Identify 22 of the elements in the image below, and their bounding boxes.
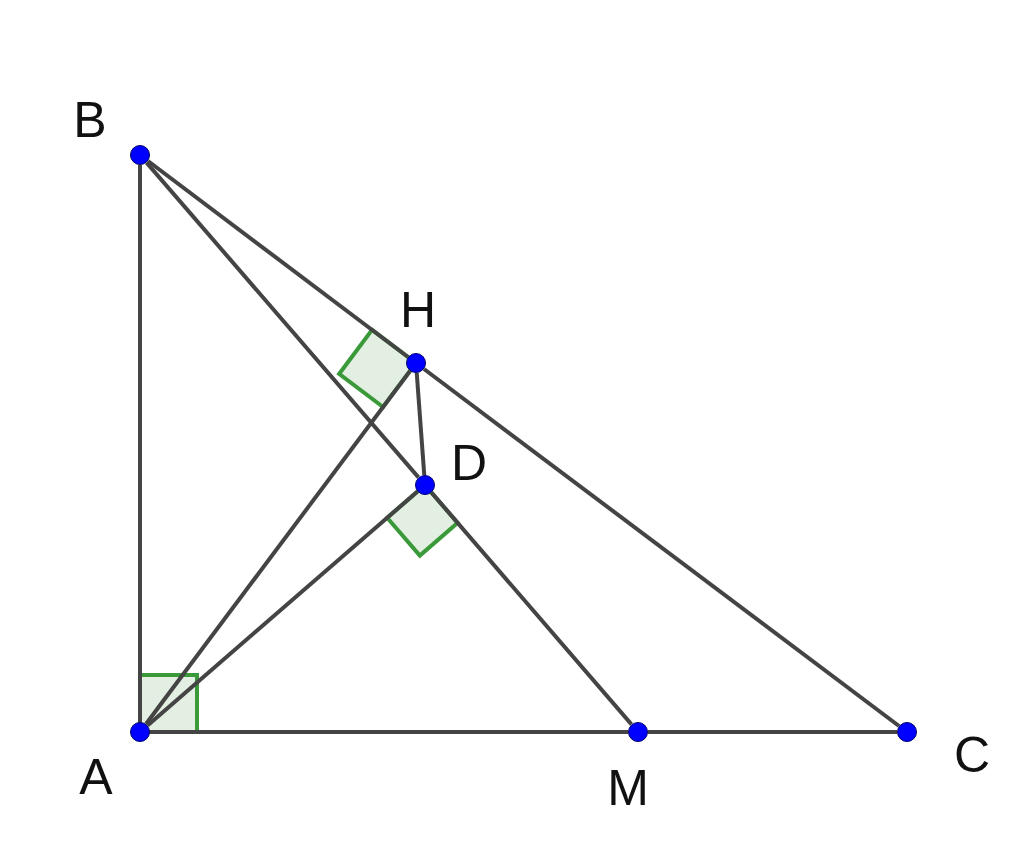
point-label: D (450, 435, 488, 491)
point-dot (406, 353, 426, 373)
line-segment (146, 159, 410, 359)
point-dot (897, 722, 917, 742)
point-label: C (953, 727, 991, 783)
point-label: M (607, 760, 649, 816)
line-segment (138, 165, 142, 722)
line-segment (422, 367, 901, 728)
line-segment (150, 730, 628, 734)
line-segment (145, 161, 420, 479)
point-label: B (73, 92, 107, 148)
line-segment (144, 369, 412, 726)
line-segment (648, 730, 897, 734)
line-segment (146, 490, 419, 727)
line-segment (430, 491, 633, 726)
point-dot (628, 722, 648, 742)
line-segment (414, 372, 427, 476)
point-dot (130, 722, 150, 742)
point-label: A (79, 749, 113, 805)
point-dot (415, 475, 435, 495)
point-dot (130, 145, 150, 165)
point-label: H (399, 282, 437, 338)
